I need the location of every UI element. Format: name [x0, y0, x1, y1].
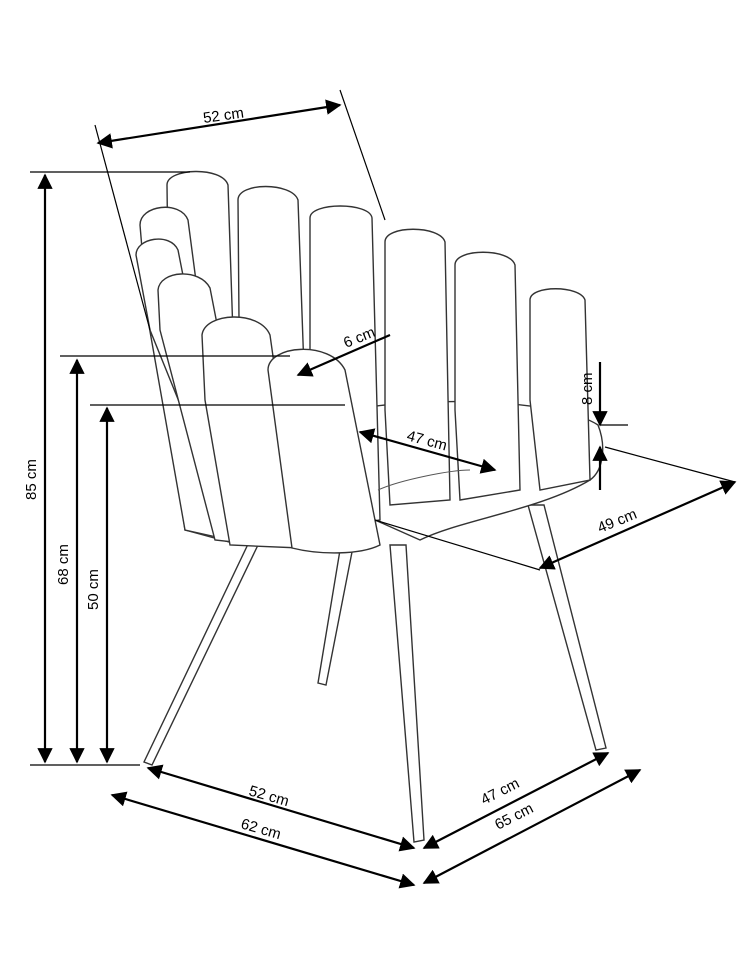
label-seat-height: 50 cm [85, 569, 102, 610]
dimension-lines [37, 99, 737, 889]
leg-right [527, 504, 607, 751]
label-base-side-depth: 47 cm [478, 775, 522, 809]
extension-lines [30, 89, 736, 766]
label-base-front-width: 52 cm [247, 783, 291, 811]
leg-back-left [317, 549, 353, 686]
dim-armrest-width [296, 333, 391, 377]
dim-seat-width [358, 428, 497, 474]
label-seat-thickness: 8 cm [579, 372, 596, 405]
dim-seat-depth [538, 480, 737, 570]
label-total-height: 85 cm [23, 459, 40, 500]
leg-front-center [389, 544, 425, 843]
dim-total-width [110, 791, 416, 889]
label-seat-depth: 49 cm [595, 506, 639, 537]
back-petal [384, 228, 451, 506]
label-armrest-height: 68 cm [55, 544, 72, 585]
chair-sketch [135, 170, 607, 843]
label-top-width: 52 cm [202, 104, 245, 127]
leg-front-left [143, 538, 259, 766]
back-petal [454, 251, 521, 501]
back-petal [529, 288, 591, 491]
dim-top-width [96, 99, 342, 149]
dim-total-depth [422, 769, 642, 884]
